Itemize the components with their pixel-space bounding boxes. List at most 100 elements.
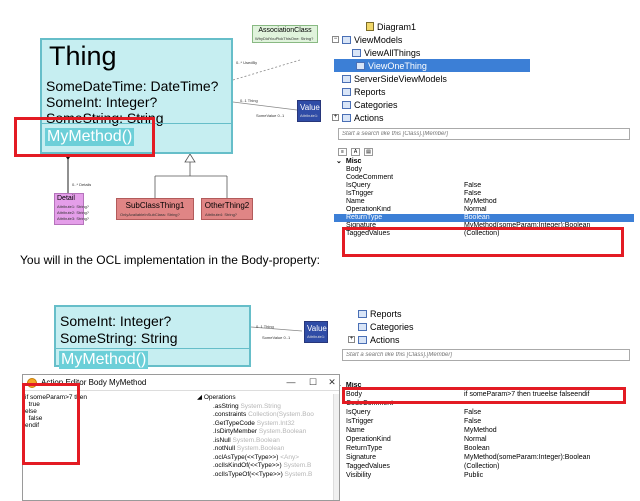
operation-type: System.Boolean xyxy=(232,436,280,444)
tree-item-view-all-things[interactable]: ViewAllThings xyxy=(330,46,640,59)
ocl-code-editor[interactable]: if someParam>7 then true else false endi… xyxy=(25,394,87,429)
operation-item[interactable]: .IsDirtyMember System.Boolean xyxy=(193,428,339,437)
value-class-box[interactable]: Value Attribute1: xyxy=(304,321,328,343)
tree-item-categories[interactable]: Categories xyxy=(346,320,636,333)
class-diagram[interactable]: AssociationClass WhyDidYouPickThisOne: S… xyxy=(0,0,328,232)
property-value[interactable] xyxy=(464,166,634,174)
detail-class-box[interactable]: Detail Attribute1: String? Attribute2: S… xyxy=(54,193,89,225)
operation-item[interactable]: .GetTypeCode System.Int32 xyxy=(193,420,339,429)
folder-icon xyxy=(342,100,351,109)
property-value[interactable]: MyMethod xyxy=(464,427,497,434)
property-row[interactable]: CodeComment xyxy=(334,174,634,182)
thing-operation[interactable]: MyMethod() xyxy=(59,351,149,369)
close-button[interactable]: ✕ xyxy=(328,377,336,387)
expand-icon[interactable]: + xyxy=(332,114,339,121)
tree-item-view-one-thing[interactable]: ViewOneThing xyxy=(334,59,530,72)
property-value[interactable]: Public xyxy=(464,472,484,479)
property-value[interactable]: MyMethod(someParam:Integer):Boolean xyxy=(464,222,591,229)
tree-item-viewmodels[interactable]: − ViewModels xyxy=(330,33,640,46)
folder-icon xyxy=(358,309,367,318)
property-value[interactable]: (Collection) xyxy=(464,230,500,237)
model-search-input[interactable] xyxy=(342,349,630,361)
thing-class-box[interactable]: SomeInt: Integer? SomeString: String MyM… xyxy=(54,305,251,369)
property-value[interactable]: False xyxy=(464,409,482,416)
operation-item[interactable]: .constraints Collection(System.Boo xyxy=(193,411,339,420)
property-value[interactable]: False xyxy=(464,190,482,197)
tree-item-reports[interactable]: Reports xyxy=(330,85,640,98)
other-thing2-box[interactable]: OtherThing2 Attribute4: String? xyxy=(201,198,253,220)
property-value[interactable]: Normal xyxy=(464,206,487,213)
some-value-label: SomeValue 0..1 xyxy=(256,113,285,118)
tree-item-reports[interactable]: Reports xyxy=(346,307,636,320)
tree-item-actions[interactable]: + Actions xyxy=(330,111,640,124)
action-editor-window[interactable]: Action Editor Body MyMethod — ☐ ✕ if som… xyxy=(22,374,340,501)
tree-item-diagram1[interactable]: Diagram1 xyxy=(330,20,640,33)
operation-item[interactable]: .oclIsKindOf(<<Type>>) System.B xyxy=(193,462,339,471)
operation-item[interactable]: .oclAsType(<<Type>>) <Any> xyxy=(193,454,339,463)
property-name: OperationKind xyxy=(346,206,391,213)
property-value[interactable]: if someParam>7 then trueelse falseendif xyxy=(464,391,590,398)
tree-item-categories[interactable]: Categories xyxy=(330,98,640,111)
property-value[interactable]: Normal xyxy=(464,436,487,443)
sort-alphabetical-icon[interactable]: A xyxy=(351,148,360,156)
property-row[interactable]: OperationKind Normal xyxy=(334,206,634,214)
property-value[interactable]: Boolean xyxy=(464,445,490,452)
association-class-attribute: WhyDidYouPickThisOne: String? xyxy=(255,36,314,41)
subclass-thing1-box[interactable]: SubClassThing1 OnlyAvailableInSubClass: … xyxy=(116,198,194,220)
property-pages-icon[interactable]: ▤ xyxy=(364,148,373,156)
property-value[interactable]: False xyxy=(464,182,482,189)
operations-header[interactable]: ◢ Operations xyxy=(193,394,339,403)
thing-operation[interactable]: MyMethod() xyxy=(45,128,135,146)
property-name: OperationKind xyxy=(346,436,391,443)
tree-item-server-side-viewmodels[interactable]: ServerSideViewModels xyxy=(330,72,640,85)
collapse-icon[interactable]: − xyxy=(332,36,339,43)
property-row[interactable]: TaggedValues(Collection) xyxy=(334,462,634,471)
property-value[interactable]: False xyxy=(464,418,482,425)
property-category[interactable]: ⌄ Misc xyxy=(334,158,634,166)
property-value[interactable] xyxy=(464,174,634,182)
tree-item-actions[interactable]: + Actions xyxy=(346,333,636,346)
class-diagram-2[interactable]: SomeInt: Integer? SomeString: String MyM… xyxy=(40,305,340,370)
operations-header-label: Operations xyxy=(203,394,236,401)
operations-separator xyxy=(42,123,231,124)
model-tree[interactable]: Diagram1 − ViewModels ViewAllThings View… xyxy=(330,0,640,127)
expand-icon[interactable]: + xyxy=(348,336,355,343)
operation-item[interactable]: .notNull System.Boolean xyxy=(193,445,339,454)
categorized-icon[interactable]: ≡ xyxy=(338,148,347,156)
tree-item-label: Actions xyxy=(370,334,400,345)
maximize-button[interactable]: ☐ xyxy=(308,377,318,387)
value-class-box[interactable]: Value Attribute1: xyxy=(297,100,321,122)
thing-class-box[interactable]: Thing SomeDateTime: DateTime? SomeInt: I… xyxy=(40,38,233,154)
property-value[interactable]: (Collection) xyxy=(464,463,500,470)
property-row[interactable]: OperationKind Normal xyxy=(334,435,634,444)
association-class-box[interactable]: AssociationClass WhyDidYouPickThisOne: S… xyxy=(252,25,318,43)
property-row[interactable]: TaggedValues(Collection) xyxy=(334,230,634,238)
operation-item[interactable]: .isNull System.Boolean xyxy=(193,437,339,446)
property-value[interactable]: MyMethod(someParam:Integer):Boolean xyxy=(464,454,591,461)
model-search-input[interactable] xyxy=(338,128,630,140)
property-value[interactable]: Boolean xyxy=(464,214,490,221)
property-value[interactable]: MyMethod xyxy=(464,198,497,205)
operation-item[interactable]: .asString System.String xyxy=(193,403,339,412)
minimize-button[interactable]: — xyxy=(286,377,296,387)
viewmodel-icon xyxy=(356,61,365,70)
operations-scrollbar[interactable] xyxy=(333,394,339,500)
model-tree-2[interactable]: Reports Categories + Actions xyxy=(346,307,636,347)
operation-item[interactable]: .oclIsTypeOf(<<Type>>) System.B xyxy=(193,471,339,480)
viewmodel-icon xyxy=(352,48,361,57)
operations-panel[interactable]: ◢ Operations .asString System.String .co… xyxy=(193,394,339,500)
property-row[interactable]: Body xyxy=(334,166,634,174)
